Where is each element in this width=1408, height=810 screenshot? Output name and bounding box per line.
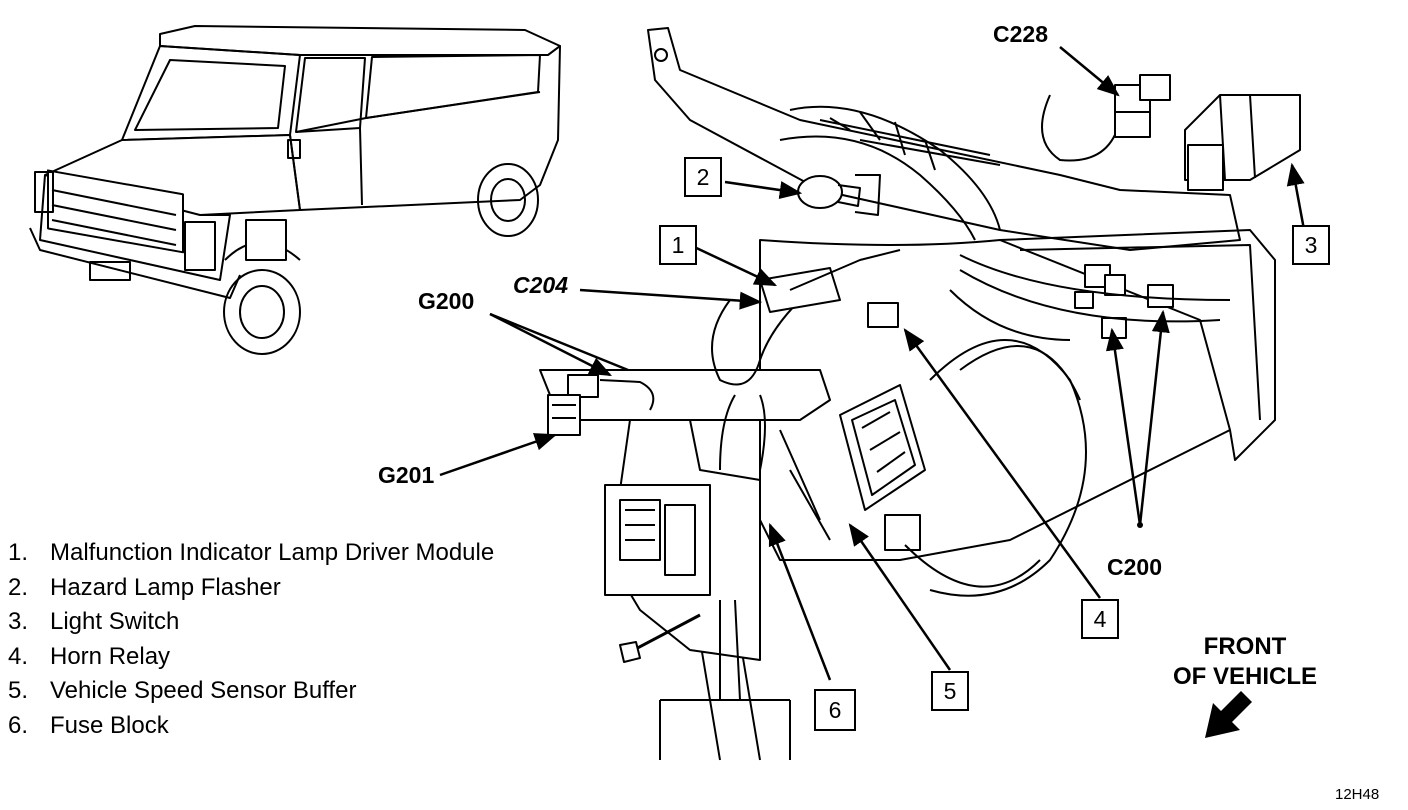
legend-item-number: 1.	[8, 539, 29, 566]
legend-item: 5. Vehicle Speed Sensor Buffer	[8, 674, 494, 709]
callout-5-label: 5	[944, 678, 957, 704]
legend-item: 1. Malfunction Indicator Lamp Driver Modu…	[8, 536, 494, 571]
legend-item-number: 3.	[8, 608, 29, 636]
legend-item-text: Light Switch	[50, 608, 180, 636]
leader-lines	[439, 46, 1307, 681]
component-legend: 1. Malfunction Indicator Lamp Driver Modu…	[8, 536, 494, 744]
label-c200: C200	[1107, 554, 1162, 580]
legend-item: 2. Hazard Lamp Flasher	[8, 571, 494, 606]
callout-4-label: 4	[1094, 606, 1107, 632]
callout-1-label: 1	[672, 232, 685, 258]
legend-item-text: Hazard Lamp Flasher	[50, 573, 281, 601]
callout-6-label: 6	[829, 697, 842, 723]
callout-6: 6	[814, 689, 856, 731]
callout-2-label: 2	[697, 164, 710, 190]
label-g201: G201	[378, 462, 434, 488]
callout-4: 4	[1081, 599, 1119, 639]
legend-item-text: Malfunction Indicator Lamp Driver Module	[50, 539, 495, 566]
callout-2: 2	[684, 157, 722, 197]
callout-3-label: 3	[1305, 232, 1318, 258]
legend-item-number: 2.	[8, 573, 29, 601]
legend-item: 3. Light Switch	[8, 605, 494, 640]
legend-item-text: Fuse Block	[50, 711, 169, 739]
front-label-line2: OF VEHICLE	[1172, 663, 1317, 690]
label-g200: G200	[418, 288, 474, 314]
c200-leader-origin	[1137, 522, 1143, 528]
legend-item-number: 6.	[8, 711, 29, 739]
legend-item-text: Horn Relay	[50, 642, 171, 670]
legend-item: 4. Horn Relay	[8, 640, 494, 675]
front-of-vehicle-label: FRONT OF VEHICLE	[1160, 632, 1330, 692]
legend-item: 6. Fuse Block	[8, 709, 494, 744]
callout-1: 1	[659, 225, 697, 265]
legend-item-number: 5.	[8, 677, 29, 705]
van-illustration	[29, 25, 561, 355]
legend-item-number: 4.	[8, 642, 29, 670]
instrument-panel-assembly	[539, 27, 1301, 761]
figure-id: 12H48	[1335, 786, 1380, 803]
front-direction-arrow	[1205, 691, 1252, 738]
label-c204: C204	[513, 272, 568, 298]
front-label-line1: FRONT	[1203, 633, 1287, 660]
callout-5: 5	[931, 671, 969, 711]
legend-item-text: Vehicle Speed Sensor Buffer	[50, 677, 357, 705]
callout-3: 3	[1292, 225, 1330, 265]
label-c228: C228	[993, 21, 1048, 47]
